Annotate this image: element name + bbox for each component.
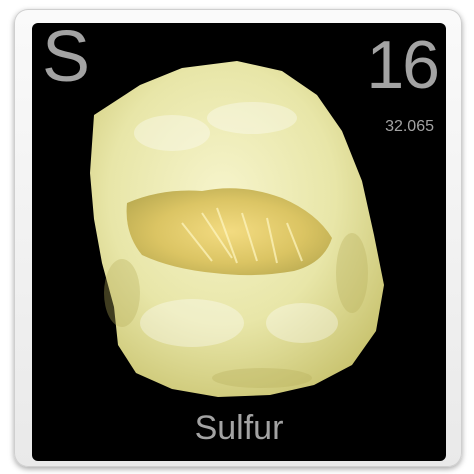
sulfur-rock-image <box>90 61 384 397</box>
atomic-mass: 32.065 <box>385 118 434 135</box>
element-symbol: S <box>42 23 91 97</box>
element-tile: S 16 32.065 Sulfur <box>32 23 446 461</box>
element-name: Sulfur <box>194 409 284 447</box>
atomic-number: 16 <box>366 27 440 103</box>
